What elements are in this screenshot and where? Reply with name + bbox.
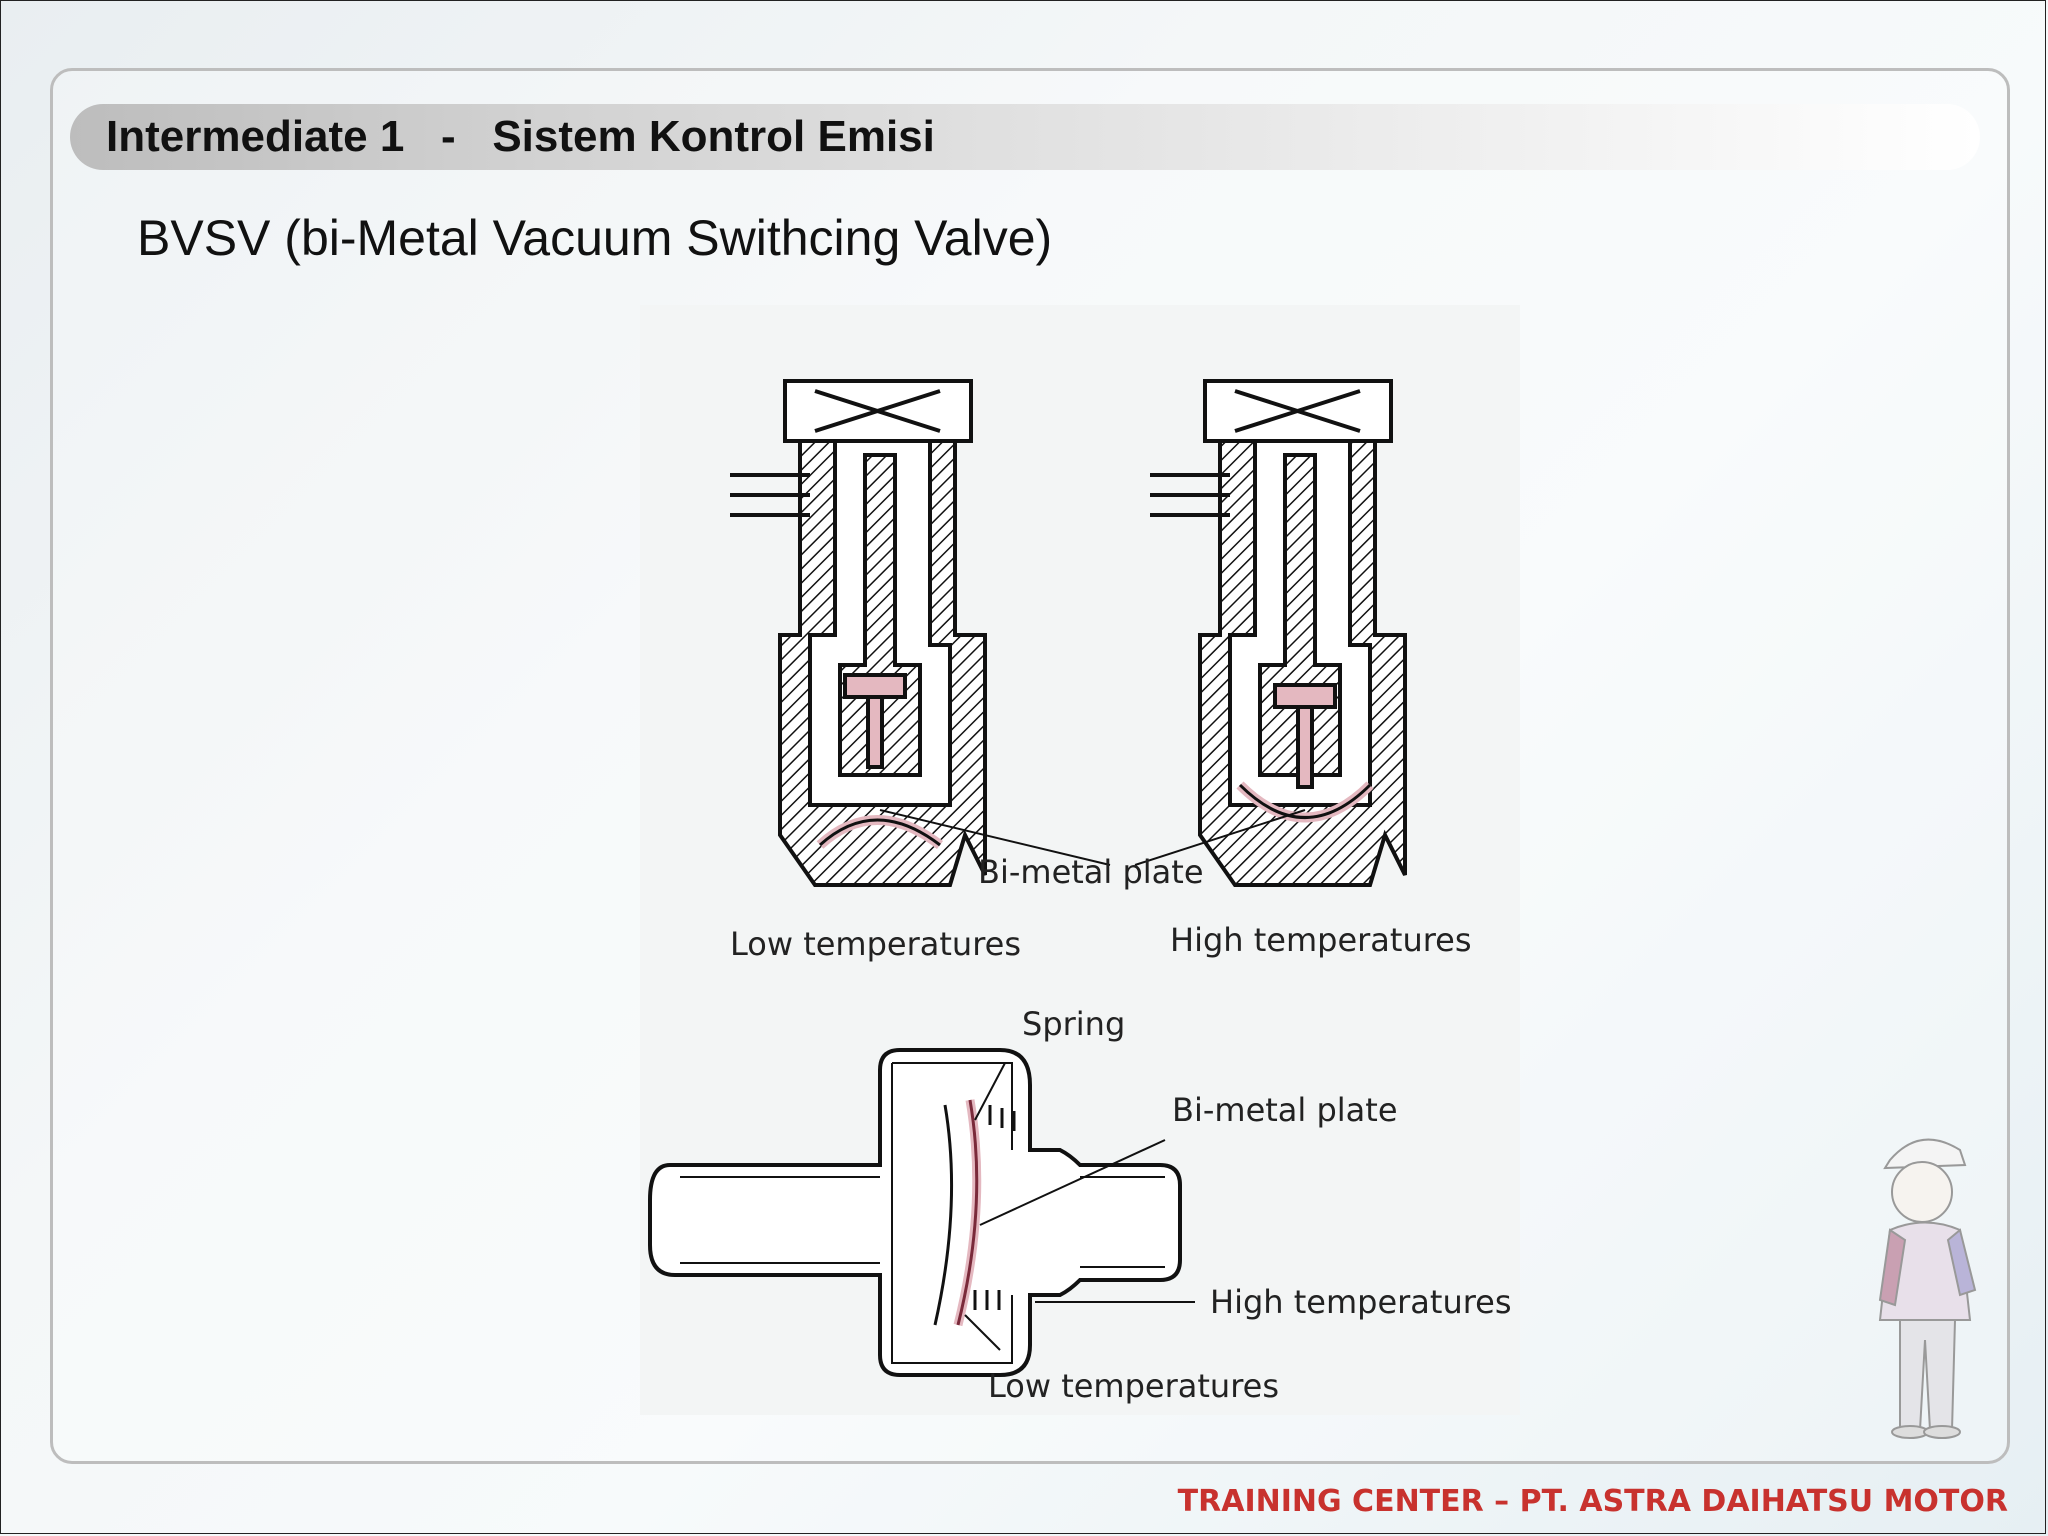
label-bimetal-plate-bottom: Bi-metal plate [1172, 1091, 1398, 1129]
leader-lines-top [879, 809, 1306, 866]
mechanic-mascot-icon [1878, 1138, 1977, 1439]
label-spring: Spring [1022, 1005, 1126, 1043]
label-bimetal-plate-top: Bi-metal plate [978, 853, 1204, 891]
header-bar [70, 104, 1980, 170]
bvsv-diagram-drawing [648, 379, 1407, 1377]
leader-lines-bottom [964, 1062, 1195, 1351]
label-low-temperatures-top: Low temperatures [730, 925, 1021, 963]
bvsv-diagram: Bi-metal plate Low temperatures High tem… [640, 305, 1520, 1415]
valve-low-temperature [730, 379, 987, 887]
footer-training-center: TRAINING CENTER – PT. ASTRA DAIHATSU MOT… [1177, 1484, 2008, 1519]
label-low-temperatures-bottom: Low temperatures [988, 1367, 1279, 1405]
valve-high-temperature [1150, 379, 1407, 887]
valve-cross-section [648, 1048, 1182, 1377]
label-high-temperatures-top: High temperatures [1170, 921, 1472, 959]
slide-subtitle: BVSV (bi-Metal Vacuum Swithcing Valve) [137, 210, 1053, 266]
header-title: Intermediate 1 - Sistem Kontrol Emisi [106, 112, 935, 161]
label-high-temperatures-bottom: High temperatures [1210, 1283, 1512, 1321]
